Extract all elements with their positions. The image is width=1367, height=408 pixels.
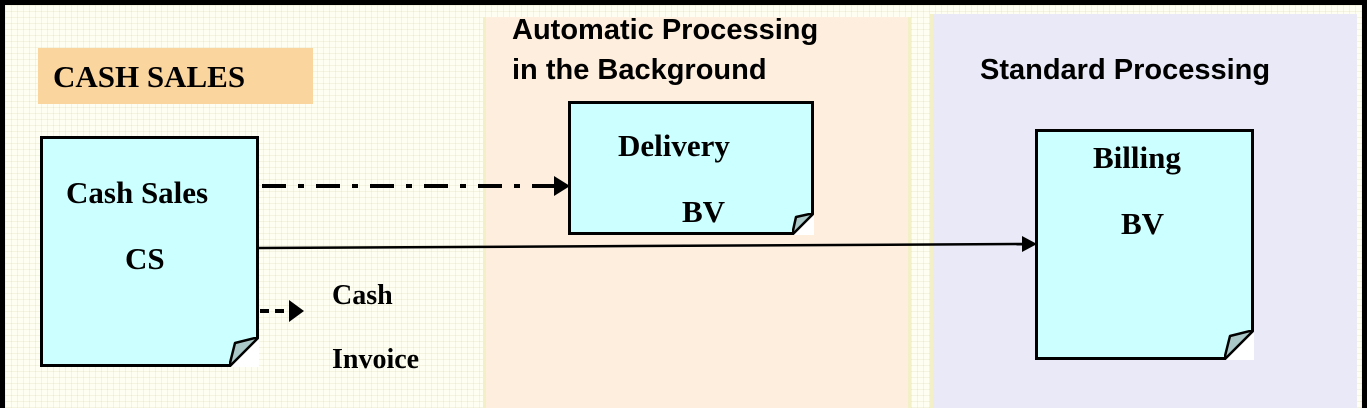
cash-note: Cash [332,280,393,311]
arrow-cash-sales-to-cash-invoice [260,300,304,322]
page-corner-icon [1224,330,1254,360]
cash-sales-banner: CASH SALES [38,48,313,104]
automatic-processing-title: Automatic Processing in the Background [512,10,818,90]
delivery-document-code: BV [682,194,726,229]
billing-document-code: BV [1121,206,1165,241]
cash-sales-document-code: CS [125,241,165,276]
arrow-cash-sales-to-delivery [262,176,570,196]
billing-document-name: Billing [1093,140,1181,175]
page-corner-icon [792,213,814,235]
delivery-document-name: Delivery [618,128,730,163]
page-corner-icon [229,337,259,367]
automatic-processing-title-line1: Automatic Processing [512,14,819,46]
invoice-note: Invoice [332,344,420,375]
delivery-document: Delivery BV [568,101,814,235]
standard-processing-title: Standard Processing [980,54,1271,86]
automatic-processing-title-line2: in the Background [512,54,767,86]
arrow-cash-sales-to-billing [258,236,1037,252]
billing-document: Billing BV [1035,129,1254,360]
cash-sales-document-name: Cash Sales [66,175,209,210]
cash-sales-document: Cash Sales CS [40,136,259,367]
